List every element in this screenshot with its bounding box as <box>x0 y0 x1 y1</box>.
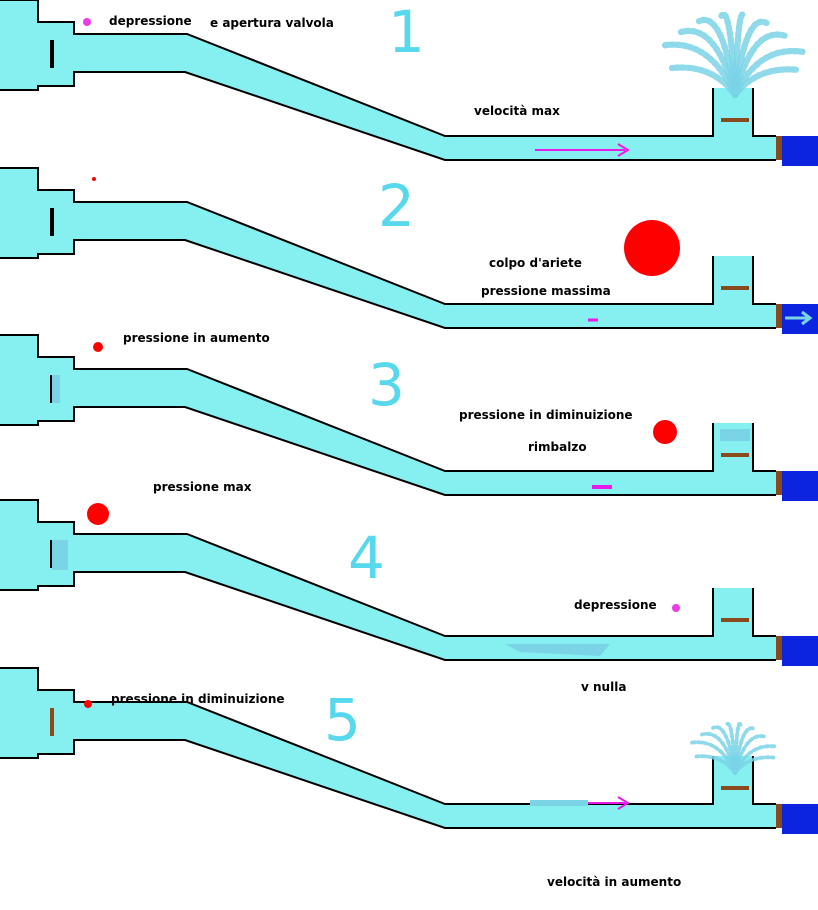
panel-1-flow-arrowhead <box>617 143 630 157</box>
panel-3-outlet-reservoir <box>782 471 818 501</box>
panel-1-fountain-spray <box>659 11 806 99</box>
panel-3-stage-number: 3 <box>368 351 405 419</box>
panel-3-pipe-top-wall <box>0 334 714 472</box>
panel-3-chamber-rebound <box>720 429 750 441</box>
panel-4-standing-water <box>505 644 610 656</box>
panel-4: 4 pressione max depressione v nulla <box>0 480 818 694</box>
panel-4-outlet-reservoir <box>782 636 818 666</box>
panel-1-chamber-valve <box>721 118 749 122</box>
panel-4-label-2: depressione <box>574 598 657 612</box>
panel-1-outlet-reservoir <box>782 136 818 166</box>
panel-3-label-2: pressione in diminuizione <box>459 408 633 422</box>
panel-2-pressure-dot <box>92 177 96 181</box>
panel-1-stage-number: 1 <box>388 0 425 66</box>
panel-4-water-body <box>0 500 776 660</box>
panel-5-spray-jet <box>733 755 776 775</box>
panel-5-flow-arrowhead <box>617 796 630 810</box>
panel-1-label-3: velocità max <box>474 104 560 118</box>
panel-3: 3 pressione in aumento pressione in diminu… <box>0 331 818 501</box>
panel-4-pipe-top-wall <box>0 499 714 637</box>
panel-4-depression-dot <box>672 604 680 612</box>
panel-2-pressure-blob <box>624 220 680 276</box>
panel-3-label-1: pressione in aumento <box>123 331 270 345</box>
panel-4-pressure-blob <box>87 503 109 525</box>
panel-2-stage-number: 2 <box>378 172 415 240</box>
panel-5-spray-jet <box>694 754 737 775</box>
panel-5-label-2: velocità in aumento <box>547 875 681 889</box>
panel-5-chamber-valve <box>721 786 749 790</box>
panel-3-pressure-dot <box>93 342 103 352</box>
panel-5-water-body <box>0 668 776 828</box>
panel-5-fountain-spray <box>689 721 779 775</box>
panel-3-label-3: rimbalzo <box>528 440 587 454</box>
panel-4-chamber-wall <box>752 588 776 637</box>
panel-2-label-1: colpo d'ariete <box>489 256 582 270</box>
panel-4-intake-fill <box>52 540 68 570</box>
panel-4-stage-number: 4 <box>348 524 385 592</box>
panel-3-pressure-blob <box>653 420 677 444</box>
panel-5-label-1: pressione in diminuizione <box>111 692 285 706</box>
panel-3-water-body <box>0 335 776 495</box>
panel-1-label-1: depressione <box>109 14 192 28</box>
panel-2-pipe-bottom-wall <box>0 239 776 329</box>
panel-1-pipe-bottom-wall <box>0 71 776 161</box>
panel-1-depression-dot <box>83 18 91 26</box>
panel-1: 1 depressione e apertura valvola velocità m… <box>0 0 818 166</box>
panel-3-chamber-valve <box>721 453 749 457</box>
panel-2-outlet-valve <box>776 304 782 328</box>
panel-4-pipe-bottom-wall <box>0 571 776 661</box>
panel-1-spray-jet <box>731 66 802 99</box>
panel-5-pressure-dot <box>84 700 92 708</box>
panel-2-chamber-wall <box>752 256 776 305</box>
panel-1-chamber-wall <box>752 88 776 137</box>
panel-5-flow-bar <box>530 800 588 806</box>
panel-2-label-2: pressione massima <box>481 284 611 298</box>
panel-4-label-1: pressione max <box>153 480 252 494</box>
panel-5-chamber-wall <box>752 756 776 805</box>
panel-1-water-body <box>0 0 776 160</box>
panel-4-label-3: v nulla <box>581 680 626 694</box>
panel-3-pipe-bottom-wall <box>0 406 776 496</box>
panel-2: 2 colpo d'ariete pressione massima <box>0 167 818 334</box>
panel-3-chamber-wall <box>752 423 776 472</box>
panel-1-label-2: e apertura valvola <box>210 16 334 30</box>
panel-4-chamber-valve <box>721 618 749 622</box>
panel-2-water-body <box>0 168 776 328</box>
panel-2-pipe-top-wall <box>0 167 714 305</box>
panel-3-outlet-valve <box>776 471 782 495</box>
panel-4-outlet-valve <box>776 636 782 660</box>
panel-5-outlet-valve <box>776 804 782 828</box>
panel-5-pipe-bottom-wall <box>0 739 776 829</box>
panel-1-pipe-top-wall <box>0 0 714 137</box>
panel-5: 5 pressione in diminuizione velocità in au… <box>0 667 818 889</box>
panel-2-chamber-valve <box>721 286 749 290</box>
panel-3-intake-rebound <box>52 375 60 403</box>
panel-1-outlet-valve <box>776 136 782 160</box>
panel-5-stage-number: 5 <box>324 686 361 754</box>
panel-2-backflow-arrow <box>785 310 813 326</box>
panel-1-spray-jet <box>668 64 739 99</box>
panel-5-outlet-reservoir <box>782 804 818 834</box>
